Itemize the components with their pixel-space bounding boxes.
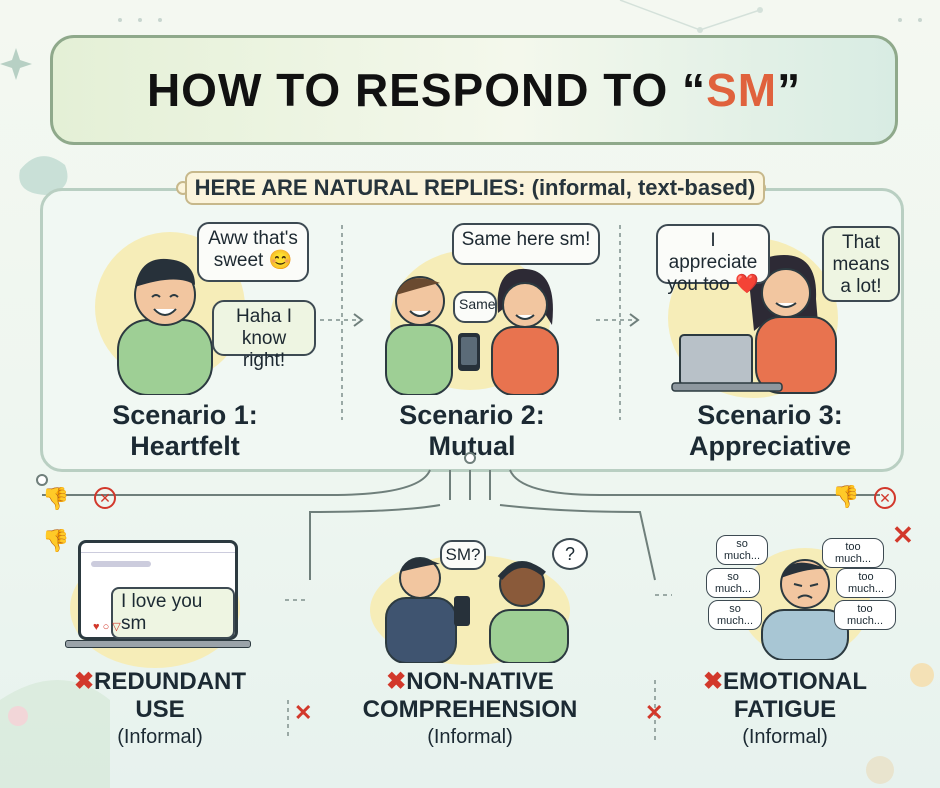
tired-person-illustration — [761, 559, 849, 660]
thumbs-down-icon: 👎 — [832, 484, 860, 509]
cross-icon: ✖ — [386, 668, 407, 695]
fatigue-bubble: too much... — [822, 538, 884, 568]
no-icon: ✕ — [94, 487, 116, 509]
screen-toolbar — [81, 543, 235, 553]
downside-1-sub: (Informal) — [117, 726, 203, 748]
cross-icon: ✖ — [702, 668, 724, 695]
cross-icon: ✕ — [645, 700, 664, 725]
downside-3-label: ✖EMOTIONAL FATIGUE (Informal) — [680, 668, 890, 749]
confused-people-illustration — [385, 557, 569, 663]
scenario-3-title-line1: Scenario 3: — [697, 400, 843, 430]
downside-2-sub: (Informal) — [427, 726, 513, 748]
cloud-decor — [19, 156, 68, 195]
downside-1-title-line1: REDUNDANT — [94, 668, 247, 695]
no-icon: ✕ — [874, 487, 896, 509]
downside-3-sub: (Informal) — [742, 726, 828, 748]
laptop-base — [65, 640, 251, 648]
scenario-1-title: Scenario 1: Heartfelt — [75, 400, 295, 462]
downside-3-title-line1: EMOTIONAL — [723, 668, 868, 695]
flower-icon — [8, 706, 28, 726]
cross-icon: ✖ — [73, 668, 95, 695]
phone-icon — [454, 596, 470, 626]
scenario-3-title: Scenario 3: Appreciative — [660, 400, 880, 462]
scenario-3-title-line2: Appreciative — [688, 431, 852, 461]
fatigue-bubble: too much... — [834, 600, 896, 630]
downside-2-label: ✖NON-NATIVE COMPREHENSION (Informal) — [345, 668, 595, 749]
scenario-2-bubble-a: Same here sm! — [452, 223, 600, 265]
scenario-2-bubble-b: Same — [453, 291, 497, 323]
arrow-right-icon — [353, 313, 364, 327]
flower-icon — [910, 663, 934, 687]
title-banner: HOW TO RESPOND TO “SM” — [50, 35, 898, 145]
thumbs-down-icon: 👎 — [42, 528, 70, 553]
downside-2-title-line1: NON-NATIVE — [406, 668, 554, 695]
fatigue-bubble: so much... — [706, 568, 760, 598]
cross-icon: ✕ — [294, 700, 313, 725]
fatigue-bubble: too much... — [836, 568, 896, 598]
scenario-2-title-line1: Scenario 2: — [399, 400, 545, 430]
downside-3-title-line2: FATIGUE — [733, 696, 837, 723]
screen-message: I love you sm — [111, 587, 235, 639]
scenario-1-title-line1: Scenario 1: — [112, 400, 258, 430]
arrow-right-icon — [629, 313, 640, 327]
scenario-3-bubble-b: That means a lot! — [822, 226, 900, 302]
scenario-3-bubble-a: I appreciate you too ❤️ — [656, 224, 770, 295]
title-suffix: ” — [777, 64, 802, 116]
scenario-1-bubble-b: Haha I know right! — [212, 300, 316, 371]
downside-2-title-line2: COMPREHENSION — [362, 696, 578, 723]
cross-icon: ✕ — [892, 520, 914, 550]
scenario-2-title: Scenario 2: Mutual — [372, 400, 572, 462]
downside-2-bubble-a: SM? — [440, 540, 486, 570]
replies-header: HERE ARE NATURAL REPLIES: (informal, tex… — [185, 171, 765, 205]
title-accent: SM — [706, 64, 778, 116]
thumbs-down-icon: 👎 — [42, 486, 70, 511]
downside-2-bubble-b: ? — [552, 538, 588, 570]
scenario-1-title-line2: Heartfelt — [130, 431, 240, 461]
page-title: HOW TO RESPOND TO “SM” — [147, 63, 801, 117]
fatigue-bubble: so much... — [708, 600, 762, 630]
downside-1-label: ✖REDUNDANT USE (Informal) — [60, 668, 260, 749]
title-prefix: HOW TO RESPOND TO “ — [146, 64, 707, 116]
downside-1-title-line2: USE — [135, 696, 185, 723]
sparkle-icon — [0, 48, 32, 80]
two-people-illustration — [385, 268, 559, 395]
fatigue-bubble: so much... — [716, 535, 768, 565]
person-illustration — [117, 258, 213, 395]
scenario-1-bubble-a: Aww that's sweet 😊 — [197, 222, 309, 282]
laptop-screen: I love you sm ♥ ○ ▽ — [78, 540, 238, 640]
heart-icon: ♥ ○ ▽ — [93, 621, 121, 633]
